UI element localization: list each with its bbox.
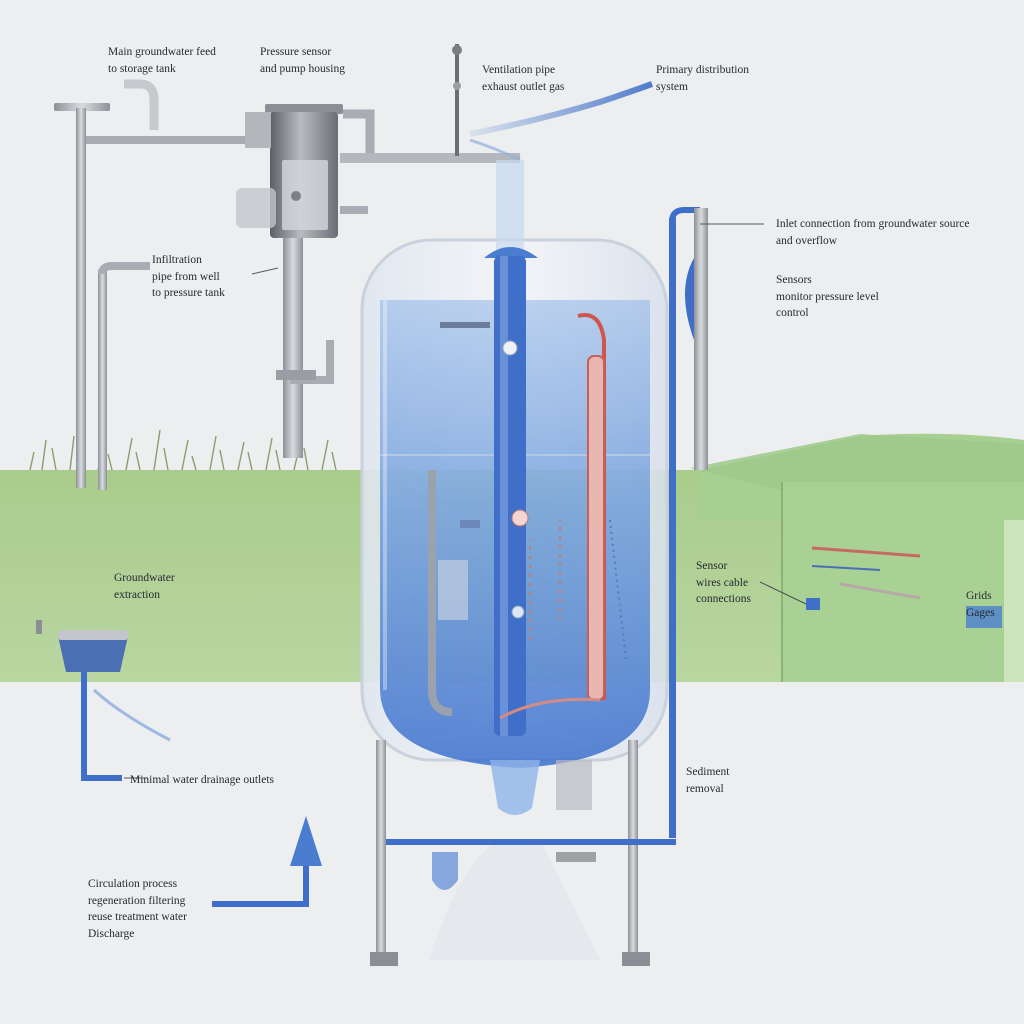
label-main-feed: Main groundwater feed to storage tank (108, 46, 216, 75)
label-grids: Grids Gages (966, 590, 995, 619)
top-pipe (340, 44, 520, 163)
label-pump-housing: Pressure sensor and pump housing (260, 46, 345, 75)
heater-element (499, 313, 606, 720)
central-pipe (484, 160, 538, 736)
label-sediment: Sediment removal (686, 766, 730, 795)
label-drainage-outlets: Minimal water drainage outlets (130, 774, 275, 786)
drain-bowl (36, 620, 171, 781)
right-blue-pipe (386, 207, 708, 890)
label-sensors: Sensors monitor pressure level control (776, 274, 879, 320)
label-groundwater: Groundwater extraction (114, 572, 175, 601)
left-pipes (54, 79, 272, 490)
leader-lines (124, 223, 764, 779)
vent-stream (469, 81, 654, 162)
building (690, 434, 1024, 682)
label-vent-pipe: Ventilation pipe exhaust outlet gas (482, 64, 565, 93)
label-distribution: Primary distribution system (656, 64, 749, 93)
tank-legs (370, 740, 650, 966)
label-inlet-connection: Inlet connection from groundwater source… (776, 218, 970, 247)
sensor-wires (759, 546, 1002, 628)
pump-housing (236, 104, 375, 458)
label-circulation: Circulation process regeneration filteri… (88, 878, 187, 941)
circulation-arrow (212, 816, 322, 907)
label-sensor-wires: Sensor wires cable connections (696, 560, 751, 606)
tank-internals (428, 322, 627, 716)
label-infiltration: Infiltration pipe from well to pressure … (152, 254, 225, 300)
